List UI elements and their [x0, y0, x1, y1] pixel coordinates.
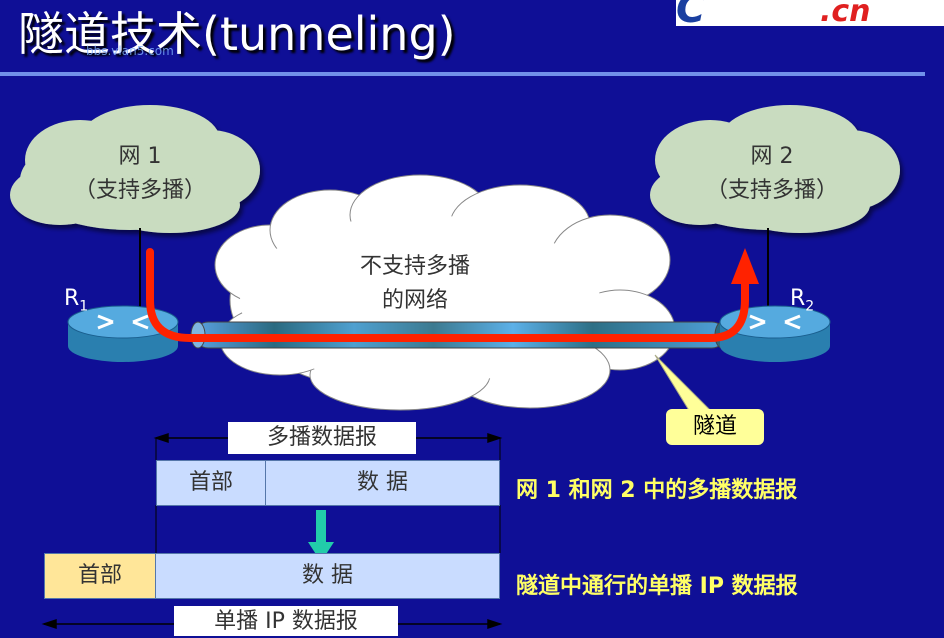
net2-cloud: [650, 105, 900, 233]
net1-cloud: [10, 105, 260, 233]
tunnel-callout: 隧道: [666, 409, 764, 445]
encapsulation-arrow: [308, 510, 334, 562]
net1-label: 网 1 （支持多播）: [40, 140, 240, 208]
middle-cloud-line1: 不支持多播: [359, 254, 470, 279]
page-title: 隧道技术(tunneling): [18, 7, 456, 61]
middle-cloud-label: 不支持多播 的网络: [330, 250, 500, 318]
unicast-description: 隧道中通行的单播 IP 数据报: [516, 574, 798, 599]
tunnel-callout-pointer: [654, 354, 714, 413]
multicast-span-label: 多播数据报: [228, 422, 416, 454]
title-underline: [0, 72, 925, 76]
multicast-header-field: 首部: [156, 460, 266, 506]
logo-mark: C: [676, 0, 706, 32]
net2-label: 网 2 （支持多播）: [672, 140, 872, 208]
logo-banner: [676, 0, 944, 26]
middle-cloud-line2: 的网络: [381, 288, 448, 313]
router-r1-label: R1: [64, 286, 89, 315]
unicast-data-field: 数 据: [155, 553, 500, 599]
arrow-head: [731, 248, 759, 284]
logo-text: .cn: [820, 0, 871, 29]
router-r2-label: R2: [790, 286, 815, 315]
multicast-description: 网 1 和网 2 中的多播数据报: [516, 478, 798, 503]
unicast-span-label: 单播 IP 数据报: [174, 606, 398, 636]
net1-capability: （支持多播）: [73, 178, 206, 203]
net2-capability: （支持多播）: [705, 178, 838, 203]
net2-name: 网 2: [750, 144, 794, 169]
multicast-path-arrow: [146, 248, 749, 342]
watermark-url: bbs.vlan5.com: [86, 44, 174, 58]
unicast-header-field: 首部: [44, 553, 156, 599]
net1-name: 网 1: [118, 144, 162, 169]
multicast-data-field: 数 据: [265, 460, 500, 506]
